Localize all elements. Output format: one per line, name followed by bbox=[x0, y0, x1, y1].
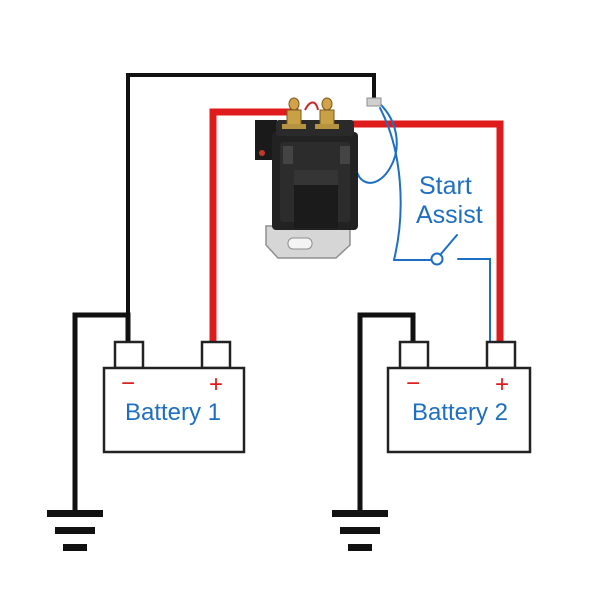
battery-1-negative-sign: − bbox=[121, 370, 135, 397]
ground-symbol-icon bbox=[47, 510, 103, 551]
switch-icon bbox=[430, 252, 444, 266]
battery-2-body bbox=[386, 366, 532, 454]
battery-2: − + Battery 2 bbox=[386, 340, 532, 454]
blue-wire-switch-right bbox=[457, 258, 491, 343]
battery-2-negative-sign: − bbox=[406, 370, 420, 397]
blue-wire-switch-lever bbox=[439, 234, 458, 256]
battery-1: − + Battery 1 bbox=[102, 340, 246, 454]
battery-2-label: Battery 2 bbox=[412, 399, 508, 426]
blue-wire-solenoid bbox=[354, 101, 398, 184]
black-ground-wire-2 bbox=[357, 312, 416, 515]
battery-1-label: Battery 1 bbox=[125, 399, 221, 426]
black-ground-wire-1 bbox=[72, 312, 131, 515]
battery-1-negative-terminal bbox=[113, 340, 145, 370]
red-wire-battery-2 bbox=[323, 120, 504, 346]
battery-2-negative-terminal bbox=[398, 340, 430, 370]
battery-2-positive-terminal bbox=[485, 340, 517, 370]
battery-1-positive-sign: + bbox=[209, 371, 223, 398]
switch-label-line1: Start bbox=[419, 172, 472, 200]
switch-label-line2: Assist bbox=[416, 201, 483, 229]
blue-wire-to-switch bbox=[379, 107, 402, 261]
black-wire-solenoid bbox=[126, 73, 376, 320]
ground-symbol-icon bbox=[332, 510, 388, 551]
solenoid-relay-icon bbox=[255, 97, 382, 259]
battery-1-body bbox=[102, 366, 246, 454]
battery-2-positive-sign: + bbox=[495, 371, 509, 398]
battery-1-positive-terminal bbox=[200, 340, 232, 370]
red-wire-battery-1 bbox=[209, 108, 299, 346]
